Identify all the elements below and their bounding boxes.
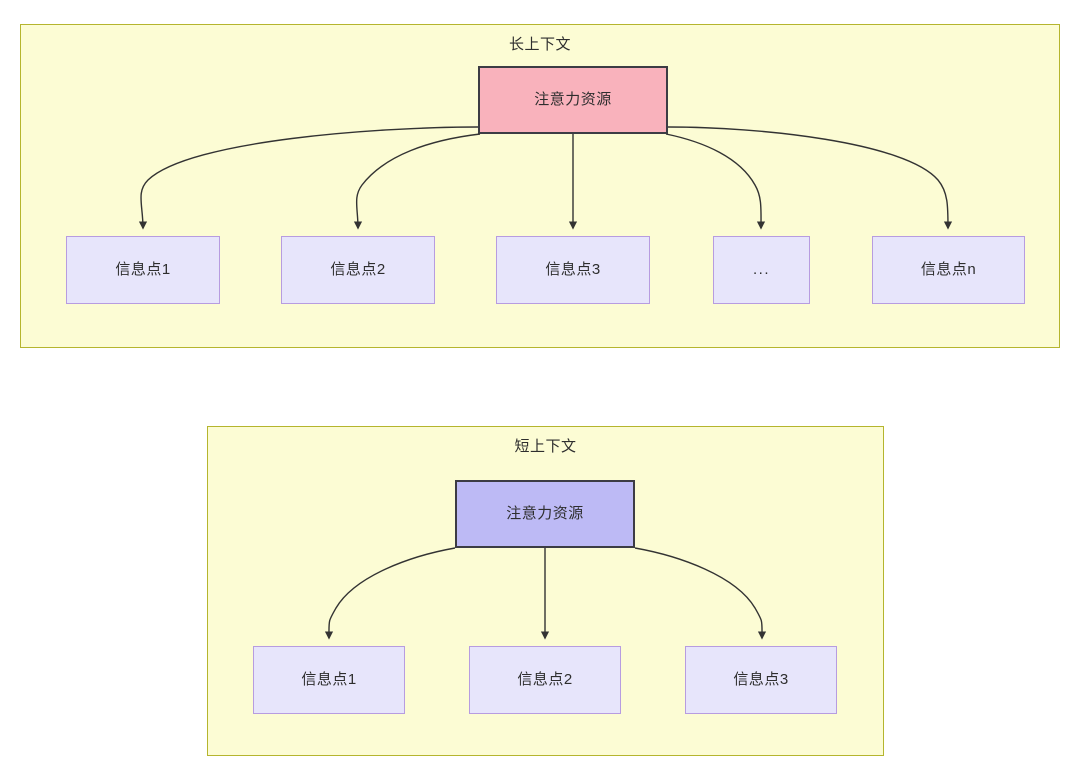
- node-attention-resource-short[interactable]: 注意力资源: [455, 480, 635, 548]
- node-label: 信息点3: [545, 261, 601, 278]
- node-label: 信息点2: [517, 671, 573, 688]
- node-info-point-ln[interactable]: 信息点n: [872, 236, 1025, 304]
- node-label: ...: [752, 261, 770, 278]
- node-attention-resource-long[interactable]: 注意力资源: [478, 66, 668, 134]
- node-label: 信息点2: [330, 261, 386, 278]
- group-long-context-title: 长上下文: [508, 36, 571, 53]
- node-label: 信息点3: [733, 671, 789, 688]
- group-short-context-title: 短上下文: [514, 438, 577, 455]
- node-info-point-ellipsis[interactable]: ...: [713, 236, 810, 304]
- node-info-point-s3[interactable]: 信息点3: [685, 646, 837, 714]
- node-info-point-s1[interactable]: 信息点1: [253, 646, 405, 714]
- node-info-point-s2[interactable]: 信息点2: [469, 646, 621, 714]
- node-info-point-l3[interactable]: 信息点3: [496, 236, 650, 304]
- node-label: 信息点1: [301, 671, 357, 688]
- node-info-point-l1[interactable]: 信息点1: [66, 236, 220, 304]
- node-label: 信息点n: [920, 261, 977, 278]
- node-label: 注意力资源: [534, 91, 612, 108]
- node-info-point-l2[interactable]: 信息点2: [281, 236, 435, 304]
- node-label: 注意力资源: [506, 505, 584, 522]
- node-label: 信息点1: [115, 261, 171, 278]
